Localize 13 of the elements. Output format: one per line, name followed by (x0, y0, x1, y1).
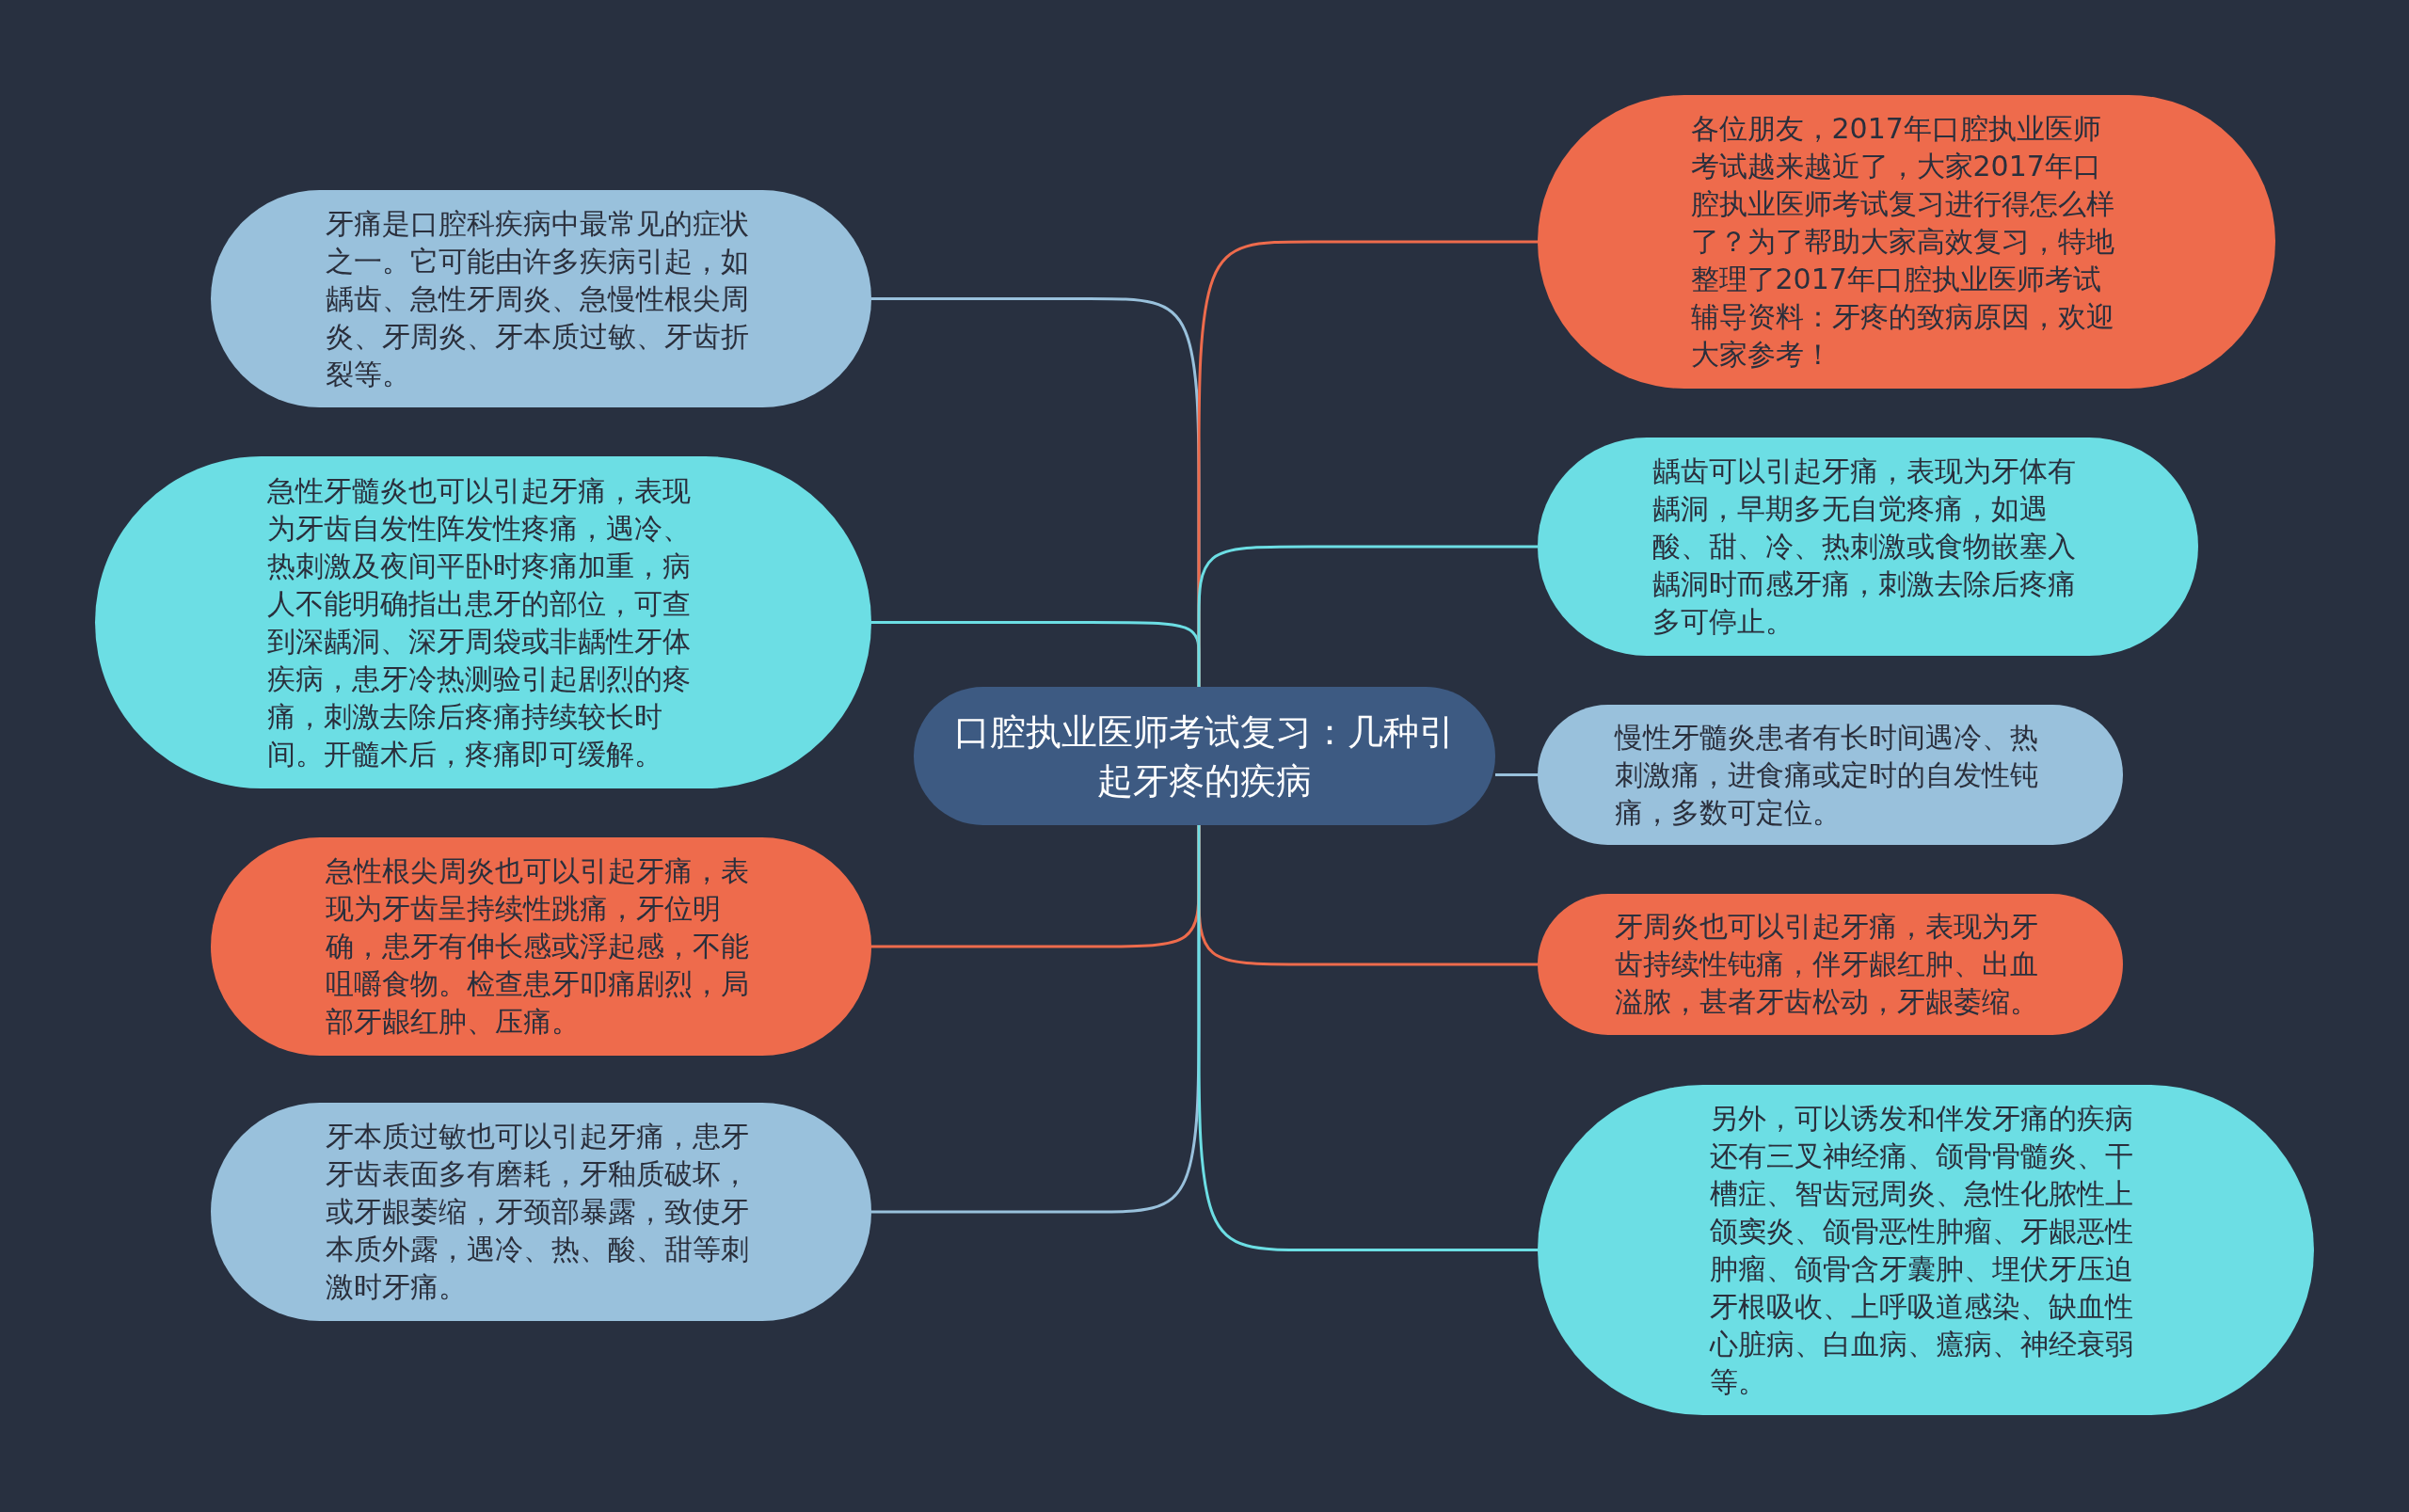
central-topic-text: 口腔执业医师考试复习：几种引起牙疼的疾病 (953, 709, 1456, 804)
topic-text: 另外，可以诱发和伴发牙痛的疾病还有三叉神经痛、颌骨骨髓炎、干槽症、智齿冠周炎、急性化脓性上颌窦炎、颌骨恶性肿瘤、牙龈恶性肿瘤、颌骨含牙囊肿、埋伏牙压迫牙根吸收、上呼吸道感染、缺血性心脏病、白血病、癔病、神经衰弱等。 (1710, 1100, 2134, 1400)
topic-text: 急性牙髓炎也可以引起牙痛，表现为牙齿自发性阵发性疼痛，遇冷、热刺激及夜间平卧时疼痛加重，病人不能明确指出患牙的部位，可查到深龋洞、深牙周袋或非龋性牙体疾病，患牙冷热测验引起剧烈的疼痛，刺激去除后疼痛持续较长时间。开髓术后，疼痛即可缓解。 (267, 472, 692, 772)
connector-line (1197, 825, 1538, 1251)
topic-text: 慢性牙髓炎患者有长时间遇冷、热刺激痛，进食痛或定时的自发性钝痛，多数可定位。 (1614, 719, 2039, 831)
topic-text: 牙周炎也可以引起牙痛，表现为牙齿持续性钝痛，伴牙龈红肿、出血溢脓，甚者牙齿松动，牙龈萎缩。 (1614, 909, 2039, 1020)
connector-line (1495, 773, 1538, 776)
topic-text: 牙本质过敏也可以引起牙痛，患牙牙齿表面多有磨耗，牙釉质破坏，或牙龈萎缩，牙颈部暴露，致使牙本质外露，遇冷、热、酸、甜等刺激时牙痛。 (325, 1119, 750, 1305)
topic-text: 急性根尖周炎也可以引起牙痛，表现为牙齿呈持续性跳痛，牙位明确，患牙有伸长感或浮起感，不能咀嚼食物。检查患牙叩痛剧烈，局部牙龈红肿、压痛。 (325, 853, 750, 1040)
topic-text: 龋齿可以引起牙痛，表现为牙体有龋洞，早期多无自觉疼痛，如遇酸、甜、冷、热刺激或食物嵌塞入龋洞时而感牙痛，刺激去除后疼痛多可停止。 (1651, 454, 2077, 640)
connector-line (1197, 545, 1538, 687)
topic-text: 牙痛是口腔科疾病中最常见的症状之一。它可能由许多疾病引起，如龋齿、急性牙周炎、急慢性根尖周炎、牙周炎、牙本质过敏、牙齿折裂等。 (325, 205, 750, 392)
topic-text: 各位朋友，2017年口腔执业医师考试越来越近了，大家2017年口腔执业医师考试复习进行得怎么样了？为了帮助大家高效复习，特地整理了2017年口腔执业医师考试辅导资料：牙疼的致病原因，欢迎大家参考！ (1690, 111, 2115, 373)
